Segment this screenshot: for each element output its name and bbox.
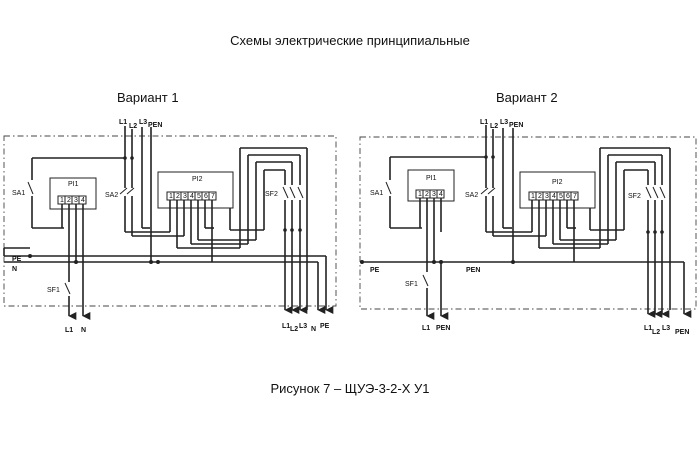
v2-out-r-pen: PEN bbox=[675, 329, 689, 336]
v2-pi2-t7: 7 bbox=[573, 193, 577, 200]
v2-pi2-t1: 1 bbox=[531, 193, 535, 200]
v1-pi2-wiring bbox=[125, 147, 307, 262]
v1-supply-pen: PEN bbox=[148, 122, 162, 129]
v1-supply-lines bbox=[119, 126, 152, 262]
v2-supply-lines bbox=[480, 125, 514, 262]
v2-pi2-wiring bbox=[486, 147, 670, 262]
v2-pi1-t1: 1 bbox=[418, 191, 422, 198]
v2-pi1-t3: 3 bbox=[432, 191, 436, 198]
v2-pe-label: PE bbox=[370, 267, 380, 274]
v2-out-r-l1: L1 bbox=[644, 325, 652, 332]
v1-out-r-pe: PE bbox=[320, 323, 330, 330]
v2-out-l1: L1 bbox=[422, 325, 430, 332]
v1-pi2-t6: 6 bbox=[204, 193, 208, 200]
v1-supply-l3: L3 bbox=[139, 119, 147, 126]
v2-pi1-t2: 2 bbox=[425, 191, 429, 198]
page-title: Схемы электрические принципиальные bbox=[230, 33, 470, 48]
v2-sf1-label: SF1 bbox=[405, 281, 418, 288]
v1-pi1-t3: 3 bbox=[74, 197, 78, 204]
v1-supply-l1: L1 bbox=[119, 119, 127, 126]
v2-pi2-t2: 2 bbox=[538, 193, 542, 200]
v1-pi1-t2: 2 bbox=[67, 197, 71, 204]
v1-pi2-t1: 1 bbox=[169, 193, 173, 200]
v1-sf2-label: SF2 bbox=[265, 191, 278, 198]
v2-pi1-t4: 4 bbox=[439, 191, 443, 198]
v2-pi2-t3: 3 bbox=[545, 193, 549, 200]
v1-n-label: N bbox=[12, 266, 17, 273]
v2-pen-label: PEN bbox=[466, 267, 480, 274]
v1-pi2-meter bbox=[157, 171, 234, 209]
v2-pi1-meter bbox=[407, 169, 455, 202]
v1-pi2-t2: 2 bbox=[176, 193, 180, 200]
v2-pi1-label: PI1 bbox=[426, 175, 437, 182]
v2-out-pen: PEN bbox=[436, 325, 450, 332]
variant1-enclosure bbox=[3, 135, 337, 307]
v1-pi1-meter bbox=[49, 177, 97, 210]
v1-sf1-label: SF1 bbox=[47, 287, 60, 294]
v2-pi2-t4: 4 bbox=[552, 193, 556, 200]
v2-sf2-outputs bbox=[645, 148, 692, 318]
v2-supply-l2: L2 bbox=[490, 123, 498, 130]
v1-out-r-l2: L2 bbox=[290, 326, 298, 333]
v2-sa2-label: SA2 bbox=[465, 192, 478, 199]
v1-out-l1: L1 bbox=[65, 327, 73, 334]
variant1-schematic: L1 L2 L3 PEN SA1 PI1 1 2 3 4 SF1 L1 bbox=[3, 119, 337, 334]
v2-supply-l3: L3 bbox=[500, 119, 508, 126]
v1-pi1-t1: 1 bbox=[60, 197, 64, 204]
v1-out-r-l1: L1 bbox=[282, 323, 290, 330]
v1-pi2-t4: 4 bbox=[190, 193, 194, 200]
v2-supply-pen: PEN bbox=[509, 122, 523, 129]
v1-out-r-l3: L3 bbox=[299, 323, 307, 330]
v1-out-r-n: N bbox=[311, 326, 316, 333]
v1-pi2-t5: 5 bbox=[197, 193, 201, 200]
v2-sf2-label: SF2 bbox=[628, 193, 641, 200]
v2-pi2-label: PI2 bbox=[552, 179, 563, 186]
v2-pi2-meter bbox=[519, 171, 596, 209]
v1-pi2-label: PI2 bbox=[192, 176, 203, 183]
v2-supply-l1: L1 bbox=[480, 119, 488, 126]
v1-pi1-label: PI1 bbox=[68, 181, 79, 188]
v2-pi2-t6: 6 bbox=[566, 193, 570, 200]
variant2-enclosure bbox=[359, 136, 697, 310]
v2-out-r-l3: L3 bbox=[662, 325, 670, 332]
variant1-title: Вариант 1 bbox=[117, 90, 179, 105]
variant2-schematic: L1 L2 L3 PEN SA1 PI1 1 2 3 4 SF1 L1 bbox=[359, 119, 697, 336]
figure-caption: Рисунок 7 – ЩУЭ-3-2-Х У1 bbox=[270, 381, 430, 396]
v1-sf2-outputs bbox=[282, 148, 334, 314]
v1-sa2-label: SA2 bbox=[105, 192, 118, 199]
v1-pi2-t7: 7 bbox=[211, 193, 215, 200]
v1-pi1-t4: 4 bbox=[81, 197, 85, 204]
variant2-title: Вариант 2 bbox=[496, 90, 558, 105]
v1-sa1-label: SA1 bbox=[12, 190, 25, 197]
v2-out-r-l2: L2 bbox=[652, 329, 660, 336]
v1-out-n: N bbox=[81, 327, 86, 334]
v1-pe-label: PE bbox=[12, 256, 22, 263]
v2-pi2-t5: 5 bbox=[559, 193, 563, 200]
v1-pi2-t3: 3 bbox=[183, 193, 187, 200]
v2-sa1-label: SA1 bbox=[370, 190, 383, 197]
v1-supply-l2: L2 bbox=[129, 123, 137, 130]
